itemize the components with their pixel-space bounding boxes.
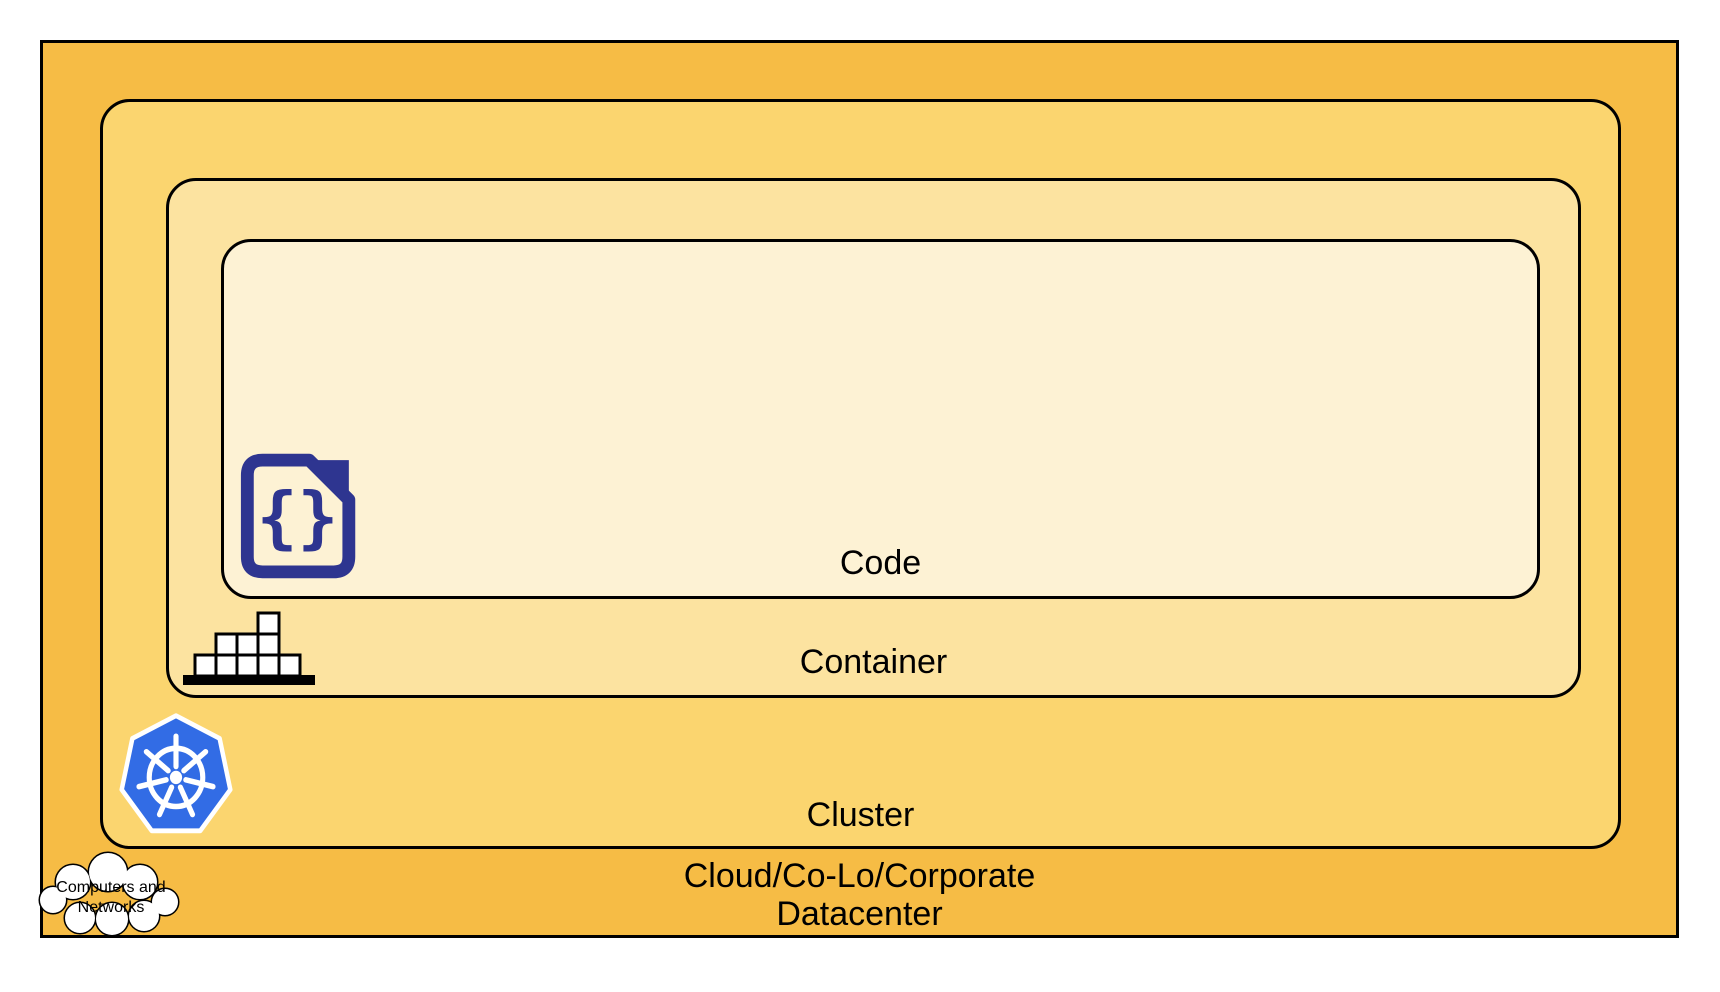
cluster-layer-box: {} Code (100, 99, 1621, 849)
container-stack-icon (183, 611, 315, 685)
computers-networks-cloud: Computers and Networks (38, 851, 180, 937)
datacenter-label: Cloud/Co-Lo/Corporate Datacenter (43, 857, 1676, 933)
code-label: Code (839, 544, 922, 582)
cloud-label-line2: Networks (78, 899, 145, 916)
code-file-icon: {} (240, 453, 356, 579)
cluster-label: Cluster (806, 796, 915, 834)
kubernetes-icon (119, 713, 233, 834)
datacenter-layer-box: {} Code (40, 40, 1679, 938)
braces-glyph: {} (257, 478, 338, 557)
code-layer-box: {} Code (221, 239, 1540, 599)
cloud-label-line1: Computers and (56, 879, 165, 896)
ship-wheel-glyph (136, 733, 216, 818)
datacenter-label-line1: Cloud/Co-Lo/Corporate (683, 857, 1036, 895)
container-label: Container (799, 643, 948, 681)
container-layer-box: {} Code (166, 178, 1581, 698)
datacenter-label-line2: Datacenter (776, 895, 943, 933)
